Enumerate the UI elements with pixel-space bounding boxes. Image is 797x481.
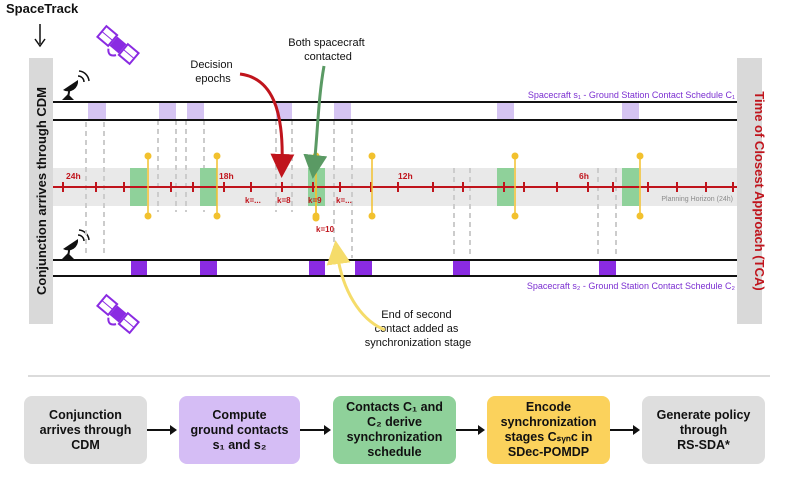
top-contact-block-0 (88, 103, 106, 119)
bottom-contact-block-1 (200, 261, 217, 275)
bottom-contact-block-5 (599, 261, 616, 275)
sync-marker-dot-bottom-3 (368, 212, 376, 220)
sync-marker-dot-top-4 (511, 152, 519, 160)
flow-arrow-3 (456, 425, 485, 435)
sync-marker-dot-bottom-6 (312, 214, 320, 222)
both-contacted-annotation: Both spacecraft contacted (288, 37, 368, 63)
end-second-contact-arrow (326, 240, 386, 332)
top-contact-block-5 (497, 103, 514, 119)
flow-arrow-4 (610, 425, 640, 435)
sync-marker-dot-top-1 (213, 152, 221, 160)
top-contact-block-3 (276, 103, 292, 119)
top-contact-block-2 (187, 103, 204, 119)
bottom-contact-block-2 (309, 261, 325, 275)
planning-horizon-label: Planning Horizon (24h) (661, 196, 733, 203)
sync-marker-dot-bottom-0 (144, 212, 152, 220)
flow-arrow-2 (300, 425, 331, 435)
ground-station-icon-top (62, 70, 90, 100)
epoch-label-k8: k=8 (277, 196, 291, 205)
top-contact-block-1 (159, 103, 176, 119)
top-contact-block-6 (622, 103, 639, 119)
epoch-label-k10: k=10 (316, 225, 335, 234)
right-bar-label: Time of Closest Approach (TCA) (752, 91, 767, 290)
top-contact-block-4 (334, 103, 351, 119)
epoch-label-k-ellipsis-2: k=... (336, 196, 352, 205)
spacetrack-label: SpaceTrack (6, 1, 79, 16)
hour-label-18h: 18h (219, 171, 234, 181)
both-contacted-arrow (303, 65, 328, 179)
hour-label-12h: 12h (398, 171, 413, 181)
epoch-label-k9: k=9 (308, 196, 322, 205)
flow-arrow-1 (147, 425, 177, 435)
down-arrow-icon (34, 24, 46, 48)
sync-marker-dot-top-3 (368, 152, 376, 160)
hour-label-24h: 24h (66, 171, 81, 181)
bottom-contact-block-3 (355, 261, 372, 275)
left-bar-label: Conjunction arrives through CDM (34, 87, 49, 295)
decision-epochs-arrow (239, 72, 295, 178)
bottom-contact-block-4 (453, 261, 470, 275)
left-bar (29, 58, 53, 324)
schedule-bottom-label: Spacecraft s₂ - Ground Station Contact S… (527, 281, 736, 291)
ground-station-icon-bottom (62, 229, 90, 259)
sync-marker-dot-bottom-1 (213, 212, 221, 220)
sync-marker-dot-top-0 (144, 152, 152, 160)
epoch-label-k-ellipsis-1: k=... (245, 196, 261, 205)
right-bar (737, 58, 762, 324)
satellite-icon-top (96, 24, 140, 66)
bottom-contact-block-0 (131, 261, 147, 275)
sync-marker-dot-bottom-4 (511, 212, 519, 220)
decision-epochs-annotation: Decision epochs (190, 59, 235, 85)
sync-marker-dot-top-5 (636, 152, 644, 160)
end-second-contact-annotation: End of second contact added as synchroni… (365, 309, 471, 349)
satellite-icon-bottom (96, 293, 140, 335)
hour-label-6h: 6h (579, 171, 589, 181)
sync-marker-dot-bottom-5 (636, 212, 644, 220)
schedule-top-label: Spacecraft s₁ - Ground Station Contact S… (528, 90, 735, 100)
